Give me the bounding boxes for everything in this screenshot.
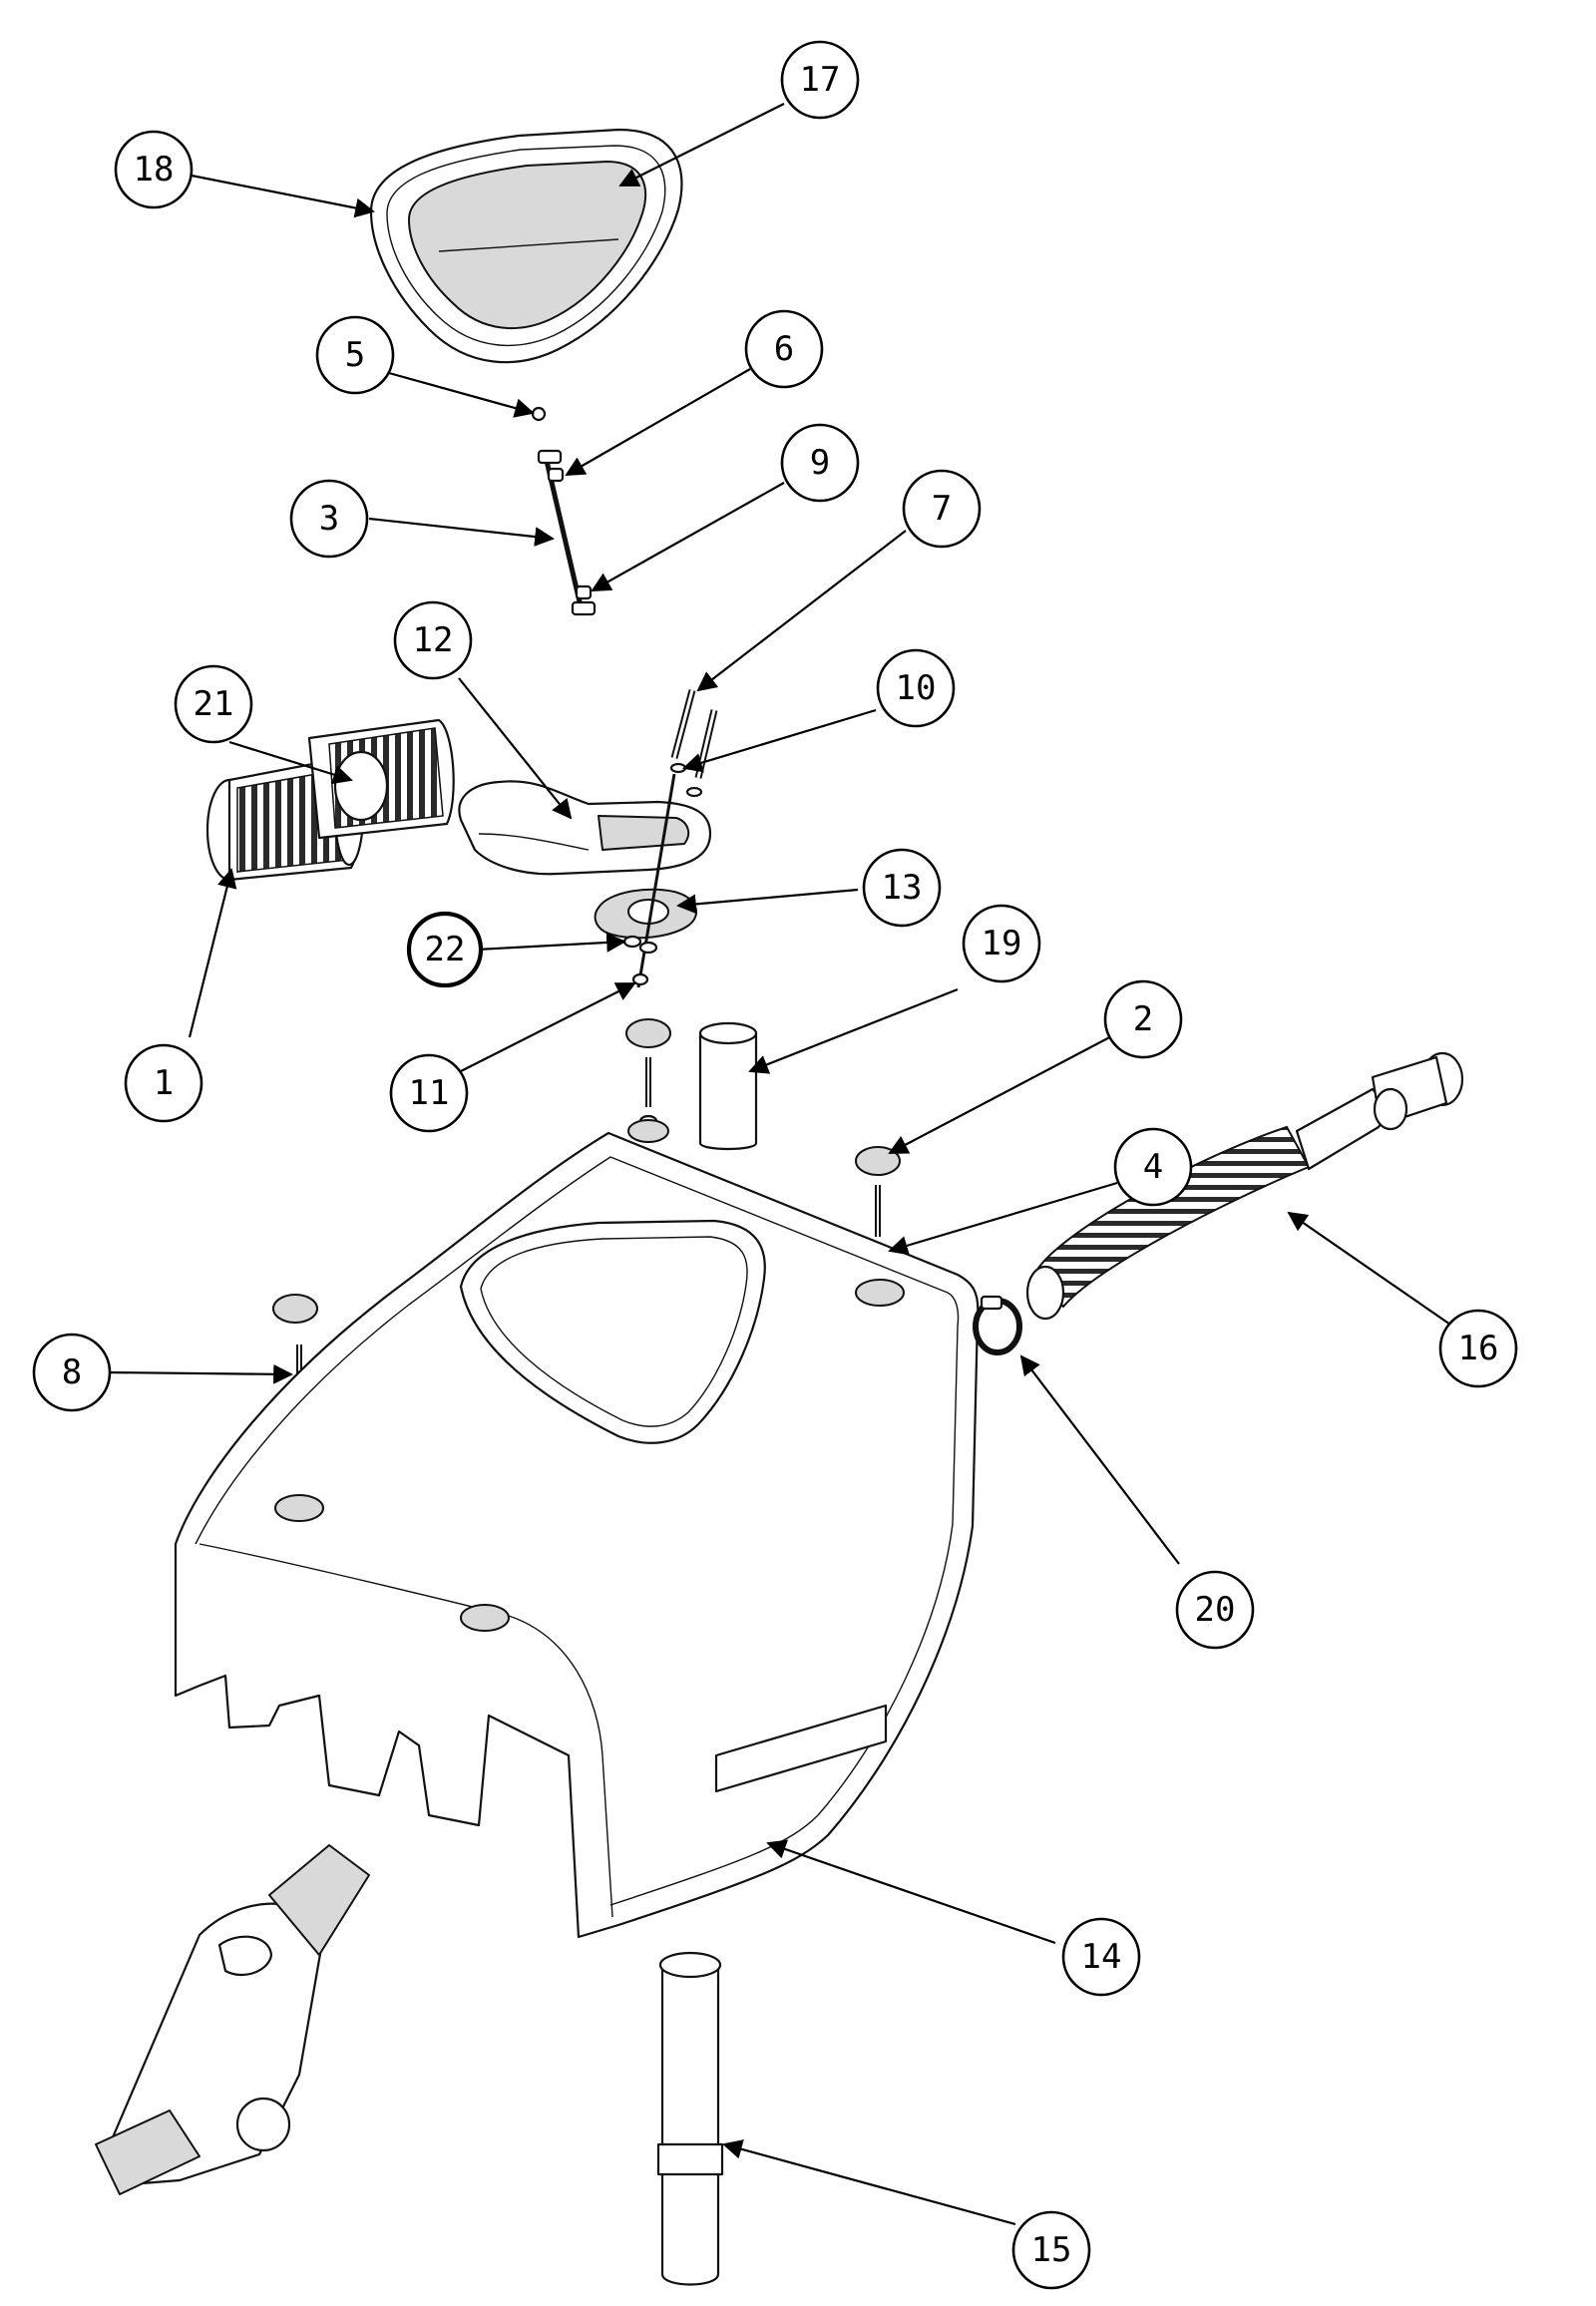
leader-8	[107, 1363, 293, 1384]
leader-14	[766, 1839, 1056, 1945]
leader-10	[682, 708, 877, 773]
leader-13	[676, 888, 859, 915]
screw-part-5	[531, 406, 547, 422]
leader-18	[191, 174, 375, 218]
callout-label: 14	[1081, 1937, 1122, 1977]
callout-label: 18	[134, 150, 175, 190]
machine-reference-thumbnail	[95, 1844, 370, 2195]
callout-1: 1	[124, 1043, 203, 1123]
leader-4	[888, 1181, 1118, 1256]
leader-15	[722, 2139, 1016, 2226]
leader-lines	[107, 103, 1451, 2226]
callout-2: 2	[1103, 979, 1183, 1059]
pipe-part-15	[656, 1951, 724, 2286]
leader-3	[368, 517, 555, 547]
callout-label: 8	[62, 1352, 82, 1392]
callout-18: 18	[114, 130, 194, 209]
callout-11: 11	[389, 1053, 469, 1133]
callout-12: 12	[393, 600, 473, 680]
leader-21	[228, 740, 353, 785]
leader-16	[1287, 1211, 1451, 1326]
leader-2	[888, 1032, 1118, 1154]
clip-part-9	[575, 584, 593, 600]
callout-13: 13	[862, 848, 942, 928]
callout-label: 19	[982, 924, 1022, 963]
leader-19	[748, 987, 959, 1074]
callout-label: 4	[1143, 1147, 1163, 1187]
callout-label: 15	[1031, 2230, 1072, 2270]
leader-1	[188, 868, 237, 1038]
callout-label: 21	[194, 684, 234, 724]
housing-part-14	[174, 1119, 980, 1939]
callout-3: 3	[289, 479, 369, 559]
leader-11	[456, 982, 636, 1074]
callout-label: 9	[810, 443, 830, 483]
callout-17: 17	[780, 40, 860, 120]
callout-label: 7	[932, 489, 952, 529]
washer-part-22	[622, 935, 658, 955]
callout-label: 13	[882, 868, 923, 908]
callout-4: 4	[1113, 1127, 1193, 1207]
callout-7: 7	[902, 469, 982, 549]
callout-label: 20	[1195, 1590, 1236, 1630]
callout-16: 16	[1438, 1309, 1518, 1388]
callout-label: 6	[774, 329, 794, 369]
lid-cover-part-17	[408, 161, 646, 329]
callout-label: 10	[896, 668, 937, 708]
callout-label: 17	[800, 60, 841, 100]
leader-7	[696, 530, 907, 692]
callout-label: 12	[413, 620, 454, 660]
leader-12	[458, 677, 573, 820]
callout-19: 19	[962, 904, 1041, 983]
callout-label: 2	[1133, 999, 1153, 1039]
callout-label: 16	[1458, 1329, 1499, 1368]
clamp-part-20	[973, 1295, 1022, 1355]
callout-14: 14	[1061, 1917, 1141, 1997]
callout-21: 21	[174, 664, 253, 744]
callout-8: 8	[32, 1333, 112, 1412]
callout-label: 22	[425, 930, 466, 969]
callout-20: 20	[1175, 1570, 1255, 1650]
filter-part-21	[307, 718, 455, 840]
callout-label: 11	[409, 1073, 450, 1113]
washer-part-10	[669, 762, 703, 798]
callout-10: 10	[876, 648, 956, 728]
callout-22: 22	[406, 911, 484, 988]
callout-5: 5	[315, 315, 395, 395]
leader-5	[388, 371, 535, 418]
leader-20	[1019, 1354, 1180, 1565]
callout-label: 5	[345, 335, 365, 375]
callout-15: 15	[1011, 2210, 1091, 2290]
clip-part-6	[547, 467, 565, 483]
manifold-part-12	[458, 780, 712, 876]
tube-part-19	[698, 1021, 758, 1151]
leader-17	[618, 103, 785, 187]
leader-9	[591, 482, 785, 591]
leader-22	[476, 933, 626, 953]
rod-part-3	[537, 449, 597, 616]
hose-part-16	[1025, 1051, 1464, 1321]
callout-label: 3	[319, 499, 339, 539]
leader-6	[565, 368, 751, 476]
callout-label: 1	[154, 1063, 174, 1103]
callout-9: 9	[780, 423, 860, 503]
callout-6: 6	[744, 309, 824, 389]
gasket-part-13	[594, 888, 698, 940]
